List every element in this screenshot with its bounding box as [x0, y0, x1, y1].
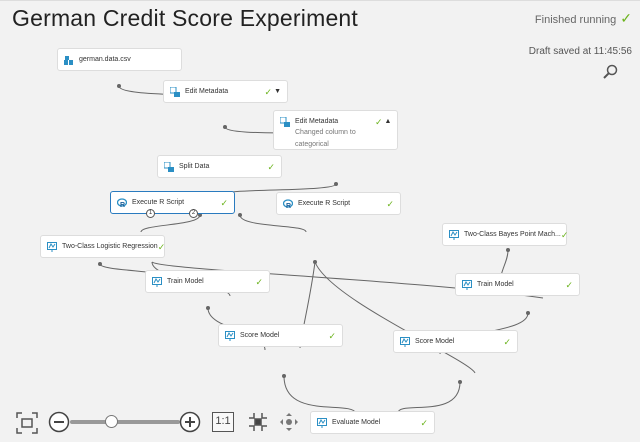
chevron-up-icon[interactable]: ▲ — [384, 118, 392, 125]
node-logistic-regression[interactable]: Two-Class Logistic Regression✓ — [40, 235, 165, 258]
zoom-slider-thumb[interactable] — [104, 415, 118, 428]
check-icon: ✓ — [620, 10, 632, 26]
node-label: Train Model — [477, 281, 514, 288]
model-icon — [152, 277, 162, 287]
node-label: Execute R Script — [298, 200, 351, 207]
node-label: Execute R Script — [132, 199, 185, 206]
node-train-model-1[interactable]: Train Model ✓ — [145, 270, 270, 293]
node-label: Evaluate Model — [332, 419, 381, 426]
check-icon: ✓ — [328, 331, 336, 341]
check-icon: ✓ — [503, 337, 511, 347]
output-port-2[interactable]: 2 — [189, 209, 198, 218]
run-status: Finished running✓ — [535, 10, 632, 27]
node-score-model-1[interactable]: Score Model ✓ — [218, 324, 343, 347]
check-icon: ✓ — [264, 87, 273, 97]
node-dataset[interactable]: german.data.csv — [57, 48, 182, 71]
node-label: Two-Class Logistic Regression — [62, 243, 158, 250]
output-port-1[interactable]: 1 — [146, 209, 155, 218]
edge — [314, 261, 476, 374]
node-evaluate-model[interactable]: Evaluate Model ✓ — [310, 411, 435, 434]
top-border — [0, 0, 640, 1]
model-icon — [462, 280, 472, 290]
node-label: Edit Metadata — [295, 118, 339, 125]
node-label: Two-Class Bayes Point Mach... — [464, 231, 561, 238]
edge — [140, 214, 201, 233]
node-label: Edit Metadata — [185, 88, 229, 95]
zoom-in-button[interactable] — [179, 411, 201, 433]
zoom-out-button[interactable] — [48, 411, 70, 433]
check-icon: ✓ — [565, 280, 573, 290]
model-icon — [47, 242, 57, 252]
search-icon[interactable] — [602, 64, 618, 80]
model-icon — [449, 230, 459, 240]
check-icon: ✓ — [157, 242, 166, 252]
check-icon: ✓ — [375, 117, 383, 127]
node-score-model-2[interactable]: Score Model ✓ — [393, 330, 518, 353]
model-icon — [317, 418, 327, 428]
fit-to-screen-icon[interactable] — [16, 412, 38, 434]
node-label: german.data.csv — [79, 56, 131, 63]
node-label: Score Model — [240, 332, 280, 339]
run-status-text: Finished running — [534, 14, 617, 26]
check-icon: ✓ — [386, 199, 394, 209]
node-execute-r-script-1[interactable]: R Execute R Script ✓ — [110, 191, 235, 214]
svg-text:R: R — [120, 202, 125, 208]
page-title: German Credit Score Experiment — [12, 5, 359, 31]
draft-saved-text: Draft saved at 11:45:56 — [528, 46, 632, 57]
chevron-down-icon[interactable]: ▼ — [274, 88, 281, 95]
model-icon — [400, 337, 410, 347]
model-icon — [225, 331, 235, 341]
center-icon[interactable] — [248, 412, 268, 432]
zoom-slider[interactable] — [70, 415, 180, 428]
edge — [239, 214, 307, 233]
pan-icon[interactable] — [279, 412, 299, 432]
r-icon: R — [283, 199, 293, 209]
check-icon: ✓ — [560, 230, 569, 240]
dataset-icon — [64, 56, 73, 65]
node-label: Split Data — [179, 163, 210, 170]
node-split-data[interactable]: Split Data ✓ — [157, 155, 282, 178]
check-icon: ✓ — [267, 162, 275, 172]
table-icon — [170, 87, 180, 97]
r-icon: R — [117, 198, 127, 208]
node-execute-r-script-2[interactable]: R Execute R Script ✓ — [276, 192, 401, 215]
node-description: Changed column to categorical — [295, 129, 356, 148]
node-label: Train Model — [167, 278, 204, 285]
table-icon — [280, 117, 290, 127]
check-icon: ✓ — [255, 277, 263, 287]
node-label: Score Model — [415, 338, 455, 345]
svg-text:R: R — [286, 203, 291, 209]
actual-size-button[interactable]: 1:1 — [212, 412, 234, 432]
edge — [283, 375, 357, 414]
check-icon: ✓ — [420, 418, 428, 428]
table-icon — [164, 162, 174, 172]
check-icon: ✓ — [220, 198, 228, 208]
node-edit-metadata-1[interactable]: Edit Metadata ✓▼ — [163, 80, 288, 103]
node-bayes-point-machine[interactable]: Two-Class Bayes Point Mach...✓ — [442, 223, 569, 246]
edge — [397, 381, 461, 414]
node-train-model-2[interactable]: Train Model ✓ — [455, 273, 580, 296]
